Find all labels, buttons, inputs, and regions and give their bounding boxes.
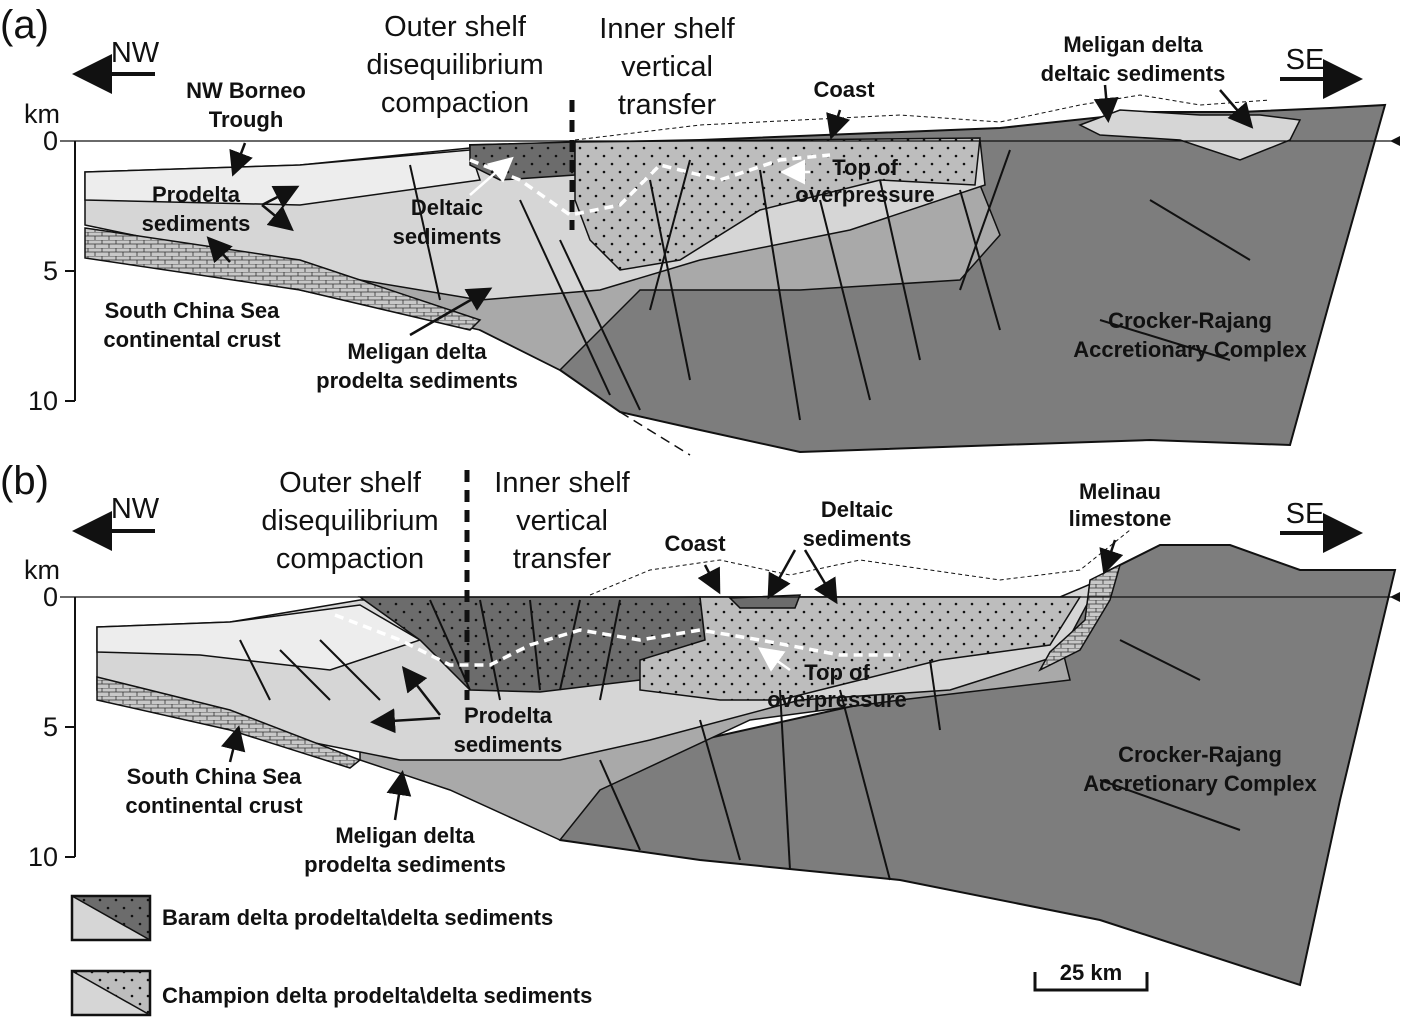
panel-b-km-label: km <box>24 555 60 585</box>
panel-b-label-crocker: Accretionary Complex <box>1083 771 1317 796</box>
panel-a-label-inner-shelf: Inner shelf <box>599 13 735 45</box>
panel-a-label-nw-borneo: Trough <box>209 107 284 132</box>
basement-fault-a <box>619 411 691 456</box>
panel-a-label-meligan-prodelta: prodelta sediments <box>316 368 518 393</box>
panel-b-label-inner-shelf: transfer <box>513 543 612 575</box>
legend-item-champion <box>70 969 152 1017</box>
panel-a-label-deltaic: sediments <box>393 224 502 249</box>
panel-a-label-top-overpressure: Top of <box>832 155 898 180</box>
panel-a-depth-tick: 10 <box>28 386 58 416</box>
panel-a <box>60 54 1400 456</box>
panel-a-label-prodelta: Prodelta <box>152 182 241 207</box>
depth-axis-b <box>60 592 1400 858</box>
faults-a <box>409 149 1251 421</box>
panel-b-label-outer-shelf: disequilibrium <box>261 505 438 537</box>
upper-prodelta-b <box>96 604 422 671</box>
panel-a-nw-label: NW <box>111 37 160 69</box>
top-overpressure-line-b <box>334 613 900 667</box>
annotation-arrows-a <box>206 84 1254 337</box>
panel-a-depth-tick: 5 <box>43 256 58 286</box>
panel-b-depth-tick: 10 <box>28 842 58 872</box>
panel-b-depth-tick: 5 <box>43 712 58 742</box>
panel-a-label-crocker: Crocker-Rajang <box>1108 308 1272 333</box>
panel-a-label-crocker: Accretionary Complex <box>1073 337 1307 362</box>
panel-b-label-coast: Coast <box>664 531 726 556</box>
panel-a-se-label: SE <box>1286 44 1325 76</box>
champion-delta-dots-b <box>640 597 1080 700</box>
panel-b-nw-label: NW <box>111 493 160 525</box>
panel-a-label: (a) <box>0 3 49 47</box>
section-b-geology <box>96 470 1397 987</box>
panel-b-label-deltaic: sediments <box>803 526 912 551</box>
faults-b <box>239 599 1241 881</box>
panel-b-label-top-overpressure: Top of <box>804 660 870 685</box>
top-overpressure-line-a <box>469 153 831 217</box>
direction-arrows-a <box>72 54 1363 99</box>
panel-b-label-meligan-prodelta: Meligan delta <box>335 823 475 848</box>
panel-b-label-top-overpressure: overpressure <box>767 687 906 712</box>
panel-a-label-meligan-prodelta: Meligan delta <box>347 339 487 364</box>
panel-a-label-scs-crust: South China Sea <box>105 298 281 323</box>
panel-a-label-meligan-deltaic: deltaic sediments <box>1041 61 1226 86</box>
panel-b-label-prodelta: Prodelta <box>464 703 553 728</box>
legend-label-champion: Champion delta prodelta\delta sediments <box>162 983 592 1008</box>
section-a-geology <box>84 94 1387 456</box>
legend: Baram delta prodelta\delta sediments Cha… <box>70 894 592 1017</box>
panel-a-label-outer-shelf: disequilibrium <box>366 49 543 81</box>
panel-a-label-top-overpressure: overpressure <box>795 182 934 207</box>
panel-b-label-inner-shelf: Inner shelf <box>494 467 630 499</box>
panel-a-label-meligan-deltaic: Meligan delta <box>1063 32 1203 57</box>
panel-b-label-melinau: limestone <box>1069 506 1172 531</box>
annotation-arrows-b <box>221 539 1124 821</box>
panel-b-label-outer-shelf: compaction <box>276 543 424 575</box>
panel-a-depth-tick: 0 <box>43 126 58 156</box>
panel-b-label-crocker: Crocker-Rajang <box>1118 742 1282 767</box>
panel-a-label-prodelta: sediments <box>142 211 251 236</box>
panel-b-label-outer-shelf: Outer shelf <box>279 467 422 499</box>
scale-bar: 25 km <box>1033 960 1149 992</box>
panel-a-label-inner-shelf: vertical <box>621 51 713 83</box>
panel-b-label-scs-crust: South China Sea <box>127 764 303 789</box>
panel-a-km-label: km <box>24 99 60 129</box>
panel-b-depth-tick: 0 <box>43 582 58 612</box>
depth-axis-a <box>60 136 1400 402</box>
direction-arrows-b <box>72 511 1363 553</box>
panel-a-label-scs-crust: continental crust <box>103 327 281 352</box>
legend-item-baram <box>70 894 152 942</box>
panel-b-label-meligan-prodelta: prodelta sediments <box>304 852 506 877</box>
panel-a-label-nw-borneo: NW Borneo <box>186 78 306 103</box>
scs-crust-b <box>96 676 362 769</box>
paleo-topography-a <box>574 94 1271 141</box>
panel-b-label-scs-crust: continental crust <box>125 793 303 818</box>
panel-b-label-prodelta: sediments <box>454 732 563 757</box>
panel-a-label-coast: Coast <box>813 77 875 102</box>
panel-b-label-deltaic: Deltaic <box>821 497 893 522</box>
scs-crust-a <box>84 227 482 331</box>
panel-a-label-outer-shelf: compaction <box>381 87 529 119</box>
panel-b-label-inner-shelf: vertical <box>516 505 608 537</box>
panel-b-label-melinau: Melinau <box>1079 479 1161 504</box>
scale-bar-label: 25 km <box>1060 960 1122 985</box>
panel-b-label: (b) <box>0 459 49 503</box>
panel-a-label-outer-shelf: Outer shelf <box>384 11 527 43</box>
panel-b-se-label: SE <box>1286 498 1325 530</box>
champion-delta-dots-a <box>575 138 980 270</box>
legend-label-baram: Baram delta prodelta\delta sediments <box>162 905 553 930</box>
panel-a-label-inner-shelf: transfer <box>618 89 717 121</box>
upper-prodelta-a <box>84 149 481 206</box>
panel-b <box>60 470 1400 987</box>
panel-a-label-deltaic: Deltaic <box>411 195 483 220</box>
